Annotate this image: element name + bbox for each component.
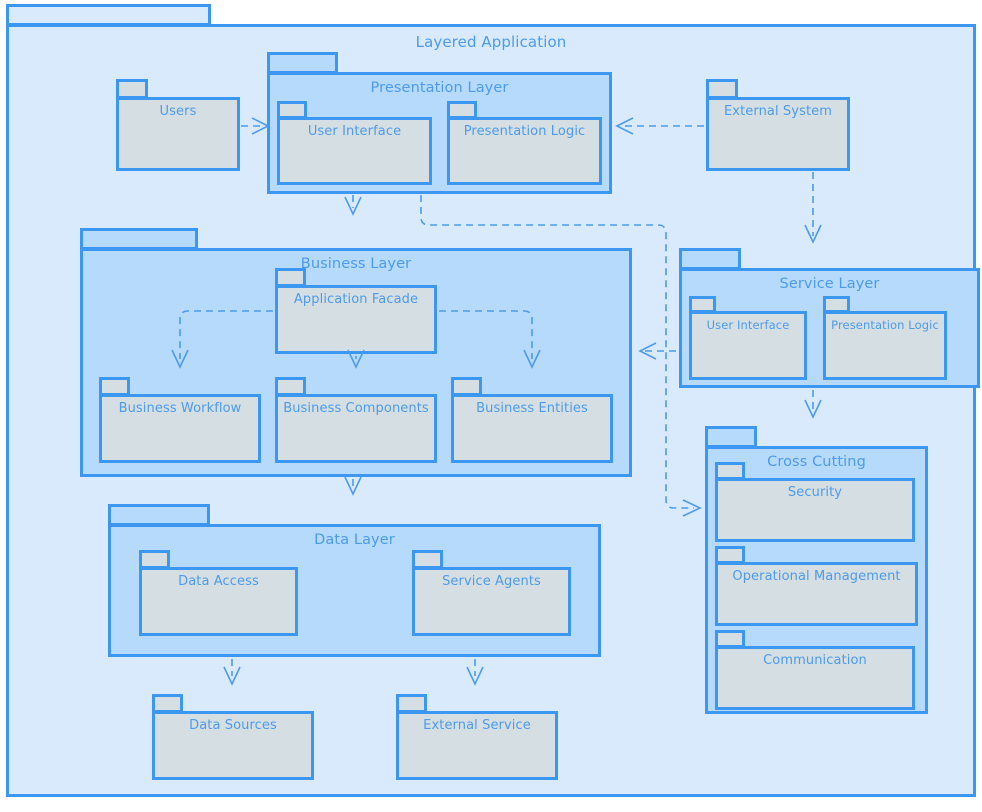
connector-service-layer-to-cross-cutting	[804, 390, 822, 419]
connector-users-to-presentation-layer	[241, 117, 270, 135]
connector-external-system-to-presentation-layer	[615, 117, 704, 135]
connector-external-system-to-service-layer	[804, 172, 822, 244]
connector-facade-to-business-workflow	[171, 310, 273, 369]
connector-presentation-layer-to-cross-cutting	[420, 195, 702, 517]
package-user-interface[interactable]: User Interface	[277, 101, 432, 185]
connector-business-layer-to-data-layer	[344, 476, 362, 496]
package-body: Data Access	[139, 567, 298, 636]
connector-presentation-layer-to-business-layer	[344, 195, 362, 216]
connector-data-access-to-data-sources	[223, 659, 241, 686]
connector-service-agents-to-external-service	[466, 659, 484, 686]
package-data-access[interactable]: Data Access	[139, 550, 298, 636]
connector-facade-to-business-components	[347, 349, 365, 369]
connector-service-layer-to-business-layer	[638, 342, 676, 360]
package-business-workflow[interactable]: Business Workflow	[99, 377, 261, 463]
package-body: User Interface	[277, 117, 432, 185]
connector-facade-to-business-entities	[439, 310, 541, 369]
package-service-presentation-logic[interactable]: Presentation Logic	[823, 296, 947, 380]
package-body: Business Workflow	[99, 394, 261, 463]
